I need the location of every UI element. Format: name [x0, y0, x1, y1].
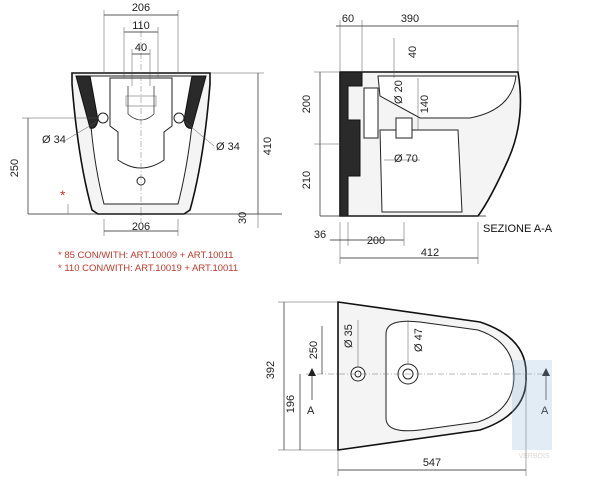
- front-star-marker: *: [60, 187, 66, 203]
- dim-side-36: 36: [314, 229, 326, 241]
- section-label: SEZIONE A-A: [483, 223, 553, 235]
- dim-top-196: 196: [285, 395, 297, 413]
- dim-front-110: 110: [132, 20, 150, 32]
- dim-front-hole-left: Ø 34: [42, 134, 66, 146]
- front-hole-left: [97, 112, 109, 124]
- dim-front-410: 410: [262, 137, 274, 155]
- dim-front-40: 40: [135, 42, 147, 54]
- section-marker-left: A: [307, 405, 315, 417]
- section-arrow-left: [308, 368, 316, 376]
- dim-top-392: 392: [265, 361, 277, 379]
- dim-side-pipe-20: Ø 20: [393, 80, 405, 104]
- dim-front-30: 30: [237, 212, 249, 224]
- dim-top-hole-47: Ø 47: [413, 328, 425, 352]
- dim-side-40: 40: [407, 46, 419, 58]
- side-bowl: [377, 75, 517, 119]
- side-view: 60 390 40 200 Ø 20 140 Ø 70 210 36 200: [301, 13, 553, 264]
- side-pipe-channel: [363, 87, 379, 139]
- note-line-1: * 85 CON/WITH: ART.10009 + ART.10011: [58, 250, 234, 261]
- front-view: 206 110 40 250 410 Ø 34 Ø 34 * 206: [9, 2, 282, 236]
- dim-top-250: 250: [308, 341, 320, 359]
- watermark-panel: [512, 360, 552, 450]
- dim-side-200: 200: [301, 95, 313, 113]
- dim-side-pipe-70: Ø 70: [394, 153, 418, 165]
- watermark-text: VERBOIS: [518, 453, 549, 460]
- dim-side-60: 60: [342, 13, 354, 25]
- dim-side-412: 412: [421, 247, 439, 259]
- section-arrow-right: [542, 368, 550, 376]
- dim-front-250: 250: [9, 159, 21, 177]
- side-drain-pedestal: [379, 129, 463, 213]
- front-hole-right: [173, 112, 185, 124]
- dim-front-top-206: 206: [132, 2, 150, 14]
- dim-side-base-200: 200: [367, 235, 385, 247]
- top-view: 392 250 196 Ø 35 Ø 47 A A 547: [265, 301, 550, 476]
- dim-side-140: 140: [419, 95, 431, 113]
- dim-top-hole-35: Ø 35: [343, 324, 355, 348]
- note-line-2: * 110 CON/WITH: ART.10019 + ART.10011: [58, 263, 238, 274]
- dim-top-547: 547: [423, 457, 441, 469]
- dim-front-base-206: 206: [132, 221, 150, 233]
- section-marker-right: A: [541, 405, 549, 417]
- dim-side-390: 390: [401, 13, 419, 25]
- side-drain-pipe: [395, 117, 413, 139]
- dim-front-hole-right: Ø 34: [216, 141, 240, 153]
- dim-side-210: 210: [301, 171, 313, 189]
- watermark: VERBOIS: [512, 360, 552, 460]
- top-inner-basin: [385, 320, 515, 432]
